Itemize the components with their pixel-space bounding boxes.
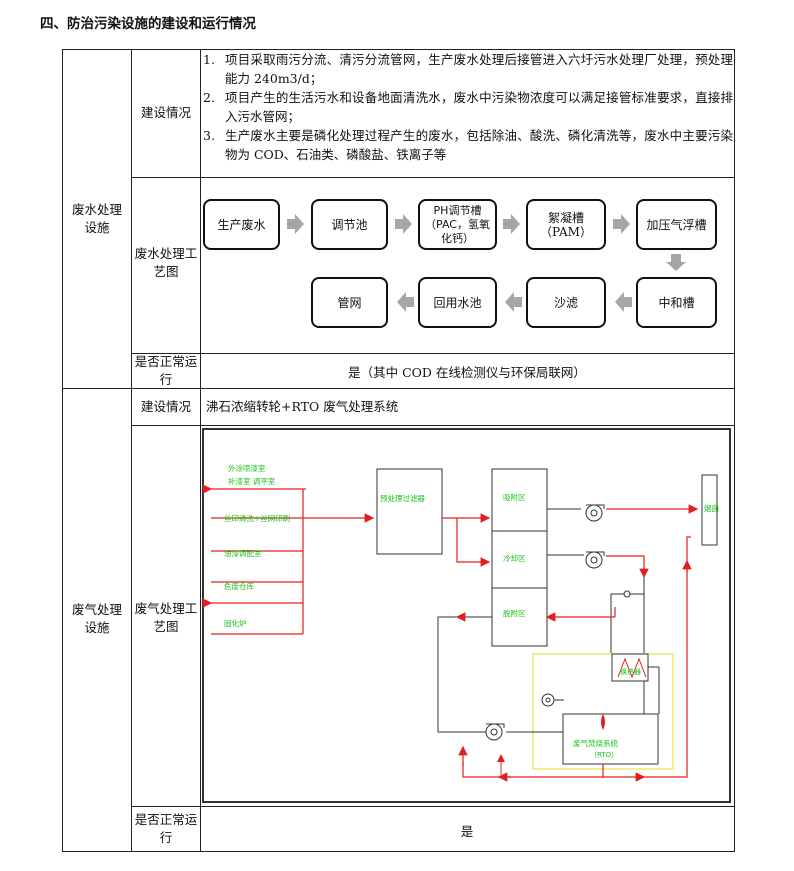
exhaust-construction-label: 建设情况 bbox=[140, 399, 191, 414]
list-item: 2. 项目产生的生活污水和设备地面清洗水，废水中污染物浓度可以满足接管标准要求，… bbox=[203, 90, 733, 124]
adsorption-zone bbox=[491, 468, 548, 532]
arrow-left-icon bbox=[397, 292, 414, 312]
arrow-right-icon bbox=[395, 214, 412, 234]
wastewater-running-label: 是否正常运行 bbox=[134, 354, 198, 387]
arrow-right-icon bbox=[503, 214, 520, 234]
stack-label: 烟囱 bbox=[704, 504, 719, 513]
arrow-down-icon bbox=[666, 254, 686, 271]
flow-box-neutralization-tank: 中和槽 bbox=[636, 277, 717, 328]
heat-exchanger-label: 换热器 bbox=[620, 668, 641, 676]
desorption-zone bbox=[491, 587, 548, 647]
exhaust-source-hazwaste: 危废仓库 bbox=[224, 582, 254, 591]
exhaust-source-silkscreen: 丝印清洗+丝网印刷 bbox=[224, 514, 291, 523]
stack bbox=[701, 474, 718, 546]
fan-icon bbox=[485, 723, 505, 741]
exhaust-running-label: 是否正常运行 bbox=[134, 812, 198, 845]
exhaust-source-paint-mixing: 油漆调配室 bbox=[224, 549, 262, 558]
flow-box-ph-tank: PH调节槽（PAC，氢氧化钙） bbox=[418, 199, 497, 250]
rto-label: 废气焚烧系统 bbox=[573, 739, 618, 748]
flow-box-sand-filter: 沙滤 bbox=[526, 277, 606, 328]
flow-box-reuse-pool: 回用水池 bbox=[418, 277, 497, 328]
flow-box-flocculation-tank: 絮凝槽（PAM） bbox=[526, 199, 606, 250]
arrow-right-icon bbox=[613, 214, 630, 234]
exhaust-source-curing-oven: 固化炉 bbox=[224, 619, 247, 628]
fan-icon bbox=[585, 551, 605, 569]
cooling-zone bbox=[491, 530, 548, 589]
wastewater-running-value: 是（其中 COD 在线检测仪与环保局联网） bbox=[348, 365, 586, 380]
wastewater-construction-label: 建设情况 bbox=[140, 105, 191, 120]
cooling-label: 冷却区 bbox=[503, 554, 526, 563]
adsorption-label: 吸附区 bbox=[503, 493, 526, 502]
list-item: 1. 项目采取雨污分流、清污分流管网，生产废水处理后接管进入六圩污水处理厂处理，… bbox=[203, 52, 733, 86]
rto-sub-label: （RTO） bbox=[590, 751, 619, 759]
prefilter-label: 预处理过滤器 bbox=[380, 494, 425, 503]
fan-icon bbox=[585, 504, 605, 522]
prefilter-unit bbox=[376, 468, 443, 555]
flow-box-equalization-tank: 调节池 bbox=[311, 199, 388, 250]
wastewater-category: 废水处理设施 bbox=[71, 202, 122, 235]
desorption-label: 脱附区 bbox=[503, 609, 526, 618]
rto-unit bbox=[562, 713, 659, 765]
wastewater-construction-list: 1. 项目采取雨污分流、清污分流管网，生产废水处理后接管进入六圩污水处理厂处理，… bbox=[203, 50, 733, 164]
valve-icon bbox=[623, 590, 631, 598]
section-heading: 四、防治污染设施的建设和运行情况 bbox=[40, 16, 256, 32]
exhaust-source-touchup-room: 补漆室 调平室 bbox=[228, 477, 276, 486]
flow-box-raw-wastewater: 生产废水 bbox=[203, 199, 280, 250]
exhaust-construction-value: 沸石浓缩转轮+RTO 废气处理系统 bbox=[206, 399, 399, 414]
list-item: 3. 生产废水主要是磷化处理过程产生的废水，包括除油、酸洗、磷化清洗等，废水中主… bbox=[203, 128, 733, 162]
exhaust-source-spray-room: 外涂喷漆室 bbox=[228, 464, 266, 473]
exhaust-process-label: 废气处理工艺图 bbox=[134, 601, 198, 634]
flow-box-flotation-tank: 加压气浮槽 bbox=[636, 199, 717, 250]
arrow-left-icon bbox=[615, 292, 632, 312]
exhaust-category: 废气处理设施 bbox=[71, 602, 122, 635]
flame-icon bbox=[601, 714, 605, 730]
arrow-left-icon bbox=[505, 292, 522, 312]
flow-box-pipe-network: 管网 bbox=[311, 277, 388, 328]
arrow-right-icon bbox=[287, 214, 304, 234]
exhaust-process-diagram bbox=[202, 428, 731, 803]
exhaust-running-value: 是 bbox=[460, 824, 474, 839]
wastewater-process-label: 废水处理工艺图 bbox=[134, 246, 198, 279]
flow-arrows bbox=[287, 214, 686, 312]
